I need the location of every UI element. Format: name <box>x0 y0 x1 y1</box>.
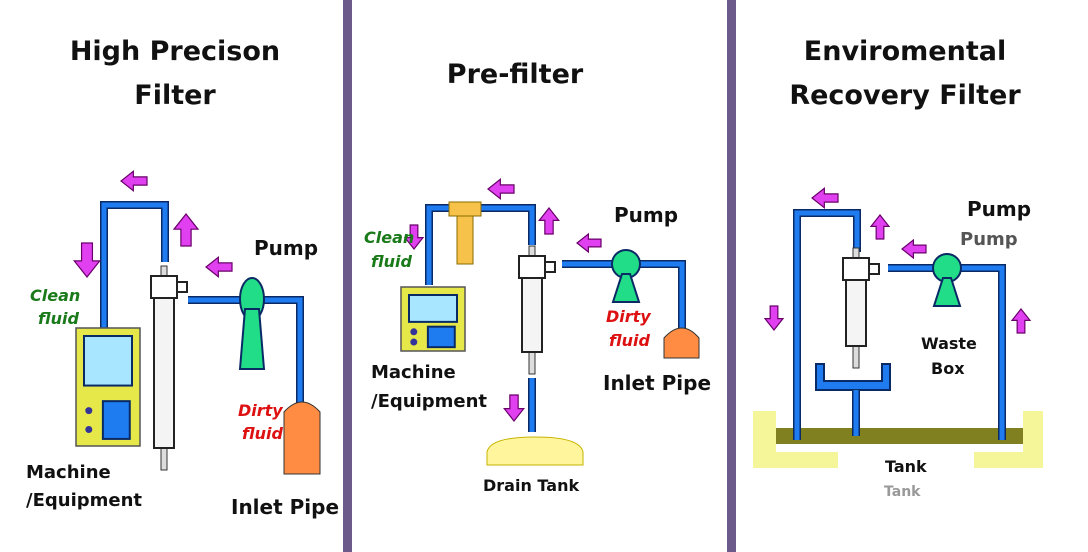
panel3-pump-label: Pump <box>967 197 1032 221</box>
p2-inlet-pipe <box>562 261 685 331</box>
p2-return-pipe-outline <box>425 204 536 285</box>
p2-filter-housing-body <box>521 267 543 353</box>
p3-return-pipe <box>794 210 860 440</box>
p2-flow-arrow-top <box>487 178 515 200</box>
panel2-clean-fluid-label-line1: Clean <box>364 228 415 247</box>
panel2-machine-label-line2: /Equipment <box>371 391 488 412</box>
p1-flow-arrow-up <box>172 213 200 247</box>
p2-machine-panel <box>426 325 456 349</box>
p2-cartridge-body <box>456 211 474 265</box>
p3-tank-label-gap <box>838 444 974 468</box>
p1-machine-knob-1 <box>85 407 93 415</box>
panel1-clean-fluid-label-line1: Clean <box>30 286 81 305</box>
p3-filter-housing-head <box>842 257 870 281</box>
panel2-drain-tank-label: Drain Tank <box>483 476 580 495</box>
p3-waste-box <box>815 363 891 391</box>
panel-divider-right <box>727 0 736 552</box>
panel1-title-line1: High Precison <box>69 36 281 67</box>
p2-return-pipe <box>426 205 535 285</box>
panel2-clean-fluid-label-line2: fluid <box>371 252 412 271</box>
panel1-clean-fluid-label-line2: fluid <box>38 309 79 328</box>
p1-flow-arrow-top <box>120 170 148 192</box>
panel1-machine-label-line1: Machine <box>26 462 111 483</box>
p3-flow-arrow-down <box>763 305 785 331</box>
panel2-title: Pre-filter <box>446 59 584 90</box>
p2-flow-arrow-inlet <box>576 232 602 254</box>
panel2-machine-label-line1: Machine <box>371 362 456 383</box>
p1-flow-arrow-down <box>73 242 101 278</box>
panel3-title-line2: Recovery Filter <box>789 80 1021 111</box>
p1-filter-housing-port <box>176 281 188 293</box>
panel3-waste-box-label-line2: Box <box>931 359 965 378</box>
p1-pump-base <box>238 308 266 370</box>
panel2-inlet-pipe-label: Inlet Pipe <box>603 371 712 395</box>
p2-machine-knob-2 <box>410 338 418 346</box>
p2-flow-arrow-down <box>403 224 425 250</box>
p3-inlet-pipe <box>888 265 1005 440</box>
p1-return-pipe <box>101 202 168 328</box>
panel3-pump-label-shadow: Pump <box>960 229 1018 250</box>
panel1-pump-label: Pump <box>254 236 319 260</box>
p3-filter-housing-port <box>868 263 880 275</box>
p2-drain-tank <box>486 436 584 466</box>
p3-flow-arrow-up <box>869 214 891 240</box>
panel1-title-line2: Filter <box>134 80 216 111</box>
p1-inlet-pipe <box>188 297 303 405</box>
p3-flow-arrow-top <box>811 187 839 209</box>
p1-machine-panel <box>101 400 131 440</box>
p2-filter-housing-head <box>518 255 546 279</box>
p1-flow-arrow-inlet <box>205 256 233 278</box>
panel2-dirty-fluid-label-line2: fluid <box>609 331 650 350</box>
p1-filter-housing-head <box>150 275 178 299</box>
p3-filter-housing-body <box>845 269 867 347</box>
p2-machine-knob-1 <box>410 328 418 336</box>
p2-flow-arrow-drain <box>503 394 525 422</box>
p1-filter-housing-body <box>153 287 175 449</box>
panel3-tank-label: Tank <box>885 457 927 476</box>
p2-flow-arrow-up <box>538 207 560 235</box>
p1-machine-screen <box>83 335 133 387</box>
panel1-dirty-fluid-label-line1: Dirty <box>238 401 283 420</box>
panel1-inlet-pipe-label: Inlet Pipe <box>231 495 340 519</box>
panel3-title-line1: Enviromental <box>803 36 1007 67</box>
panel-divider-left <box>343 0 352 552</box>
p1-inlet-tank <box>283 401 321 475</box>
p3-tank-fluid <box>776 428 1023 444</box>
panel1-machine-label-line2: /Equipment <box>26 490 143 511</box>
p3-pump-base <box>932 277 962 307</box>
p2-inlet-tank <box>663 327 700 359</box>
p2-cartridge-cap <box>448 201 482 217</box>
p1-machine-knob-2 <box>85 425 93 433</box>
panel1-dirty-fluid-label-line2: fluid <box>242 424 283 443</box>
panel3-tank-label-shadow: Tank <box>884 484 921 500</box>
panel2-pump-label: Pump <box>614 203 679 227</box>
p3-flow-arrow-right-up <box>1010 308 1032 334</box>
p2-filter-housing-port <box>544 261 556 273</box>
panel3-waste-box-label-line1: Waste <box>921 334 977 353</box>
p2-machine-screen <box>408 294 458 323</box>
p2-pump-base <box>611 273 641 303</box>
p3-flow-arrow-inlet <box>901 238 927 260</box>
panel2-dirty-fluid-label-line1: Dirty <box>606 307 651 326</box>
